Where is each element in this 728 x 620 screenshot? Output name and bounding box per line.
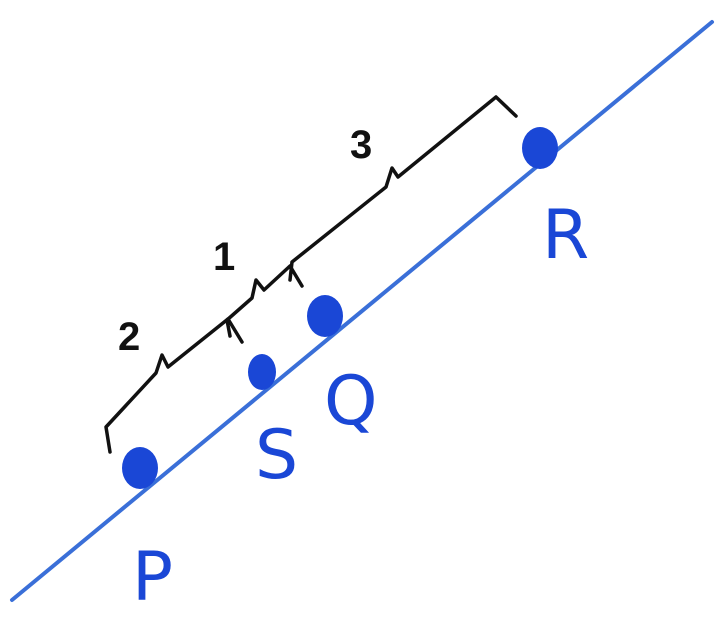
point-p: [122, 447, 158, 489]
point-label-q: Q: [324, 362, 378, 441]
bracket-qr: [288, 95, 518, 282]
point-s: [248, 354, 276, 390]
segment-label-sq: 1: [213, 235, 235, 279]
point-r: [522, 127, 558, 169]
segment-label-ps: 2: [118, 315, 140, 359]
point-label-p: P: [132, 538, 173, 617]
segment-label-qr: 3: [350, 123, 372, 167]
point-label-r: R: [542, 196, 589, 275]
point-q: [307, 295, 343, 337]
point-label-s: S: [255, 416, 298, 495]
main-line: [10, 20, 714, 602]
